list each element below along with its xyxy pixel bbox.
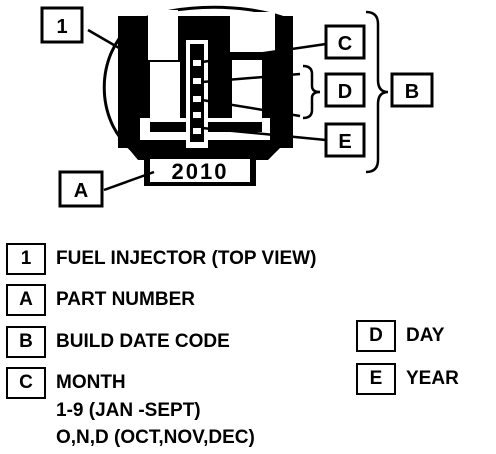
callout-b-box: [390, 72, 434, 108]
leader-a: [103, 170, 155, 192]
callout-c-box: [324, 24, 366, 60]
legend-text-b: BUILD DATE CODE: [56, 331, 230, 352]
callout-e-box: [324, 122, 366, 158]
legend-key-d: D: [356, 320, 396, 352]
legend-text-1: FUEL INJECTOR (TOP VIEW): [56, 248, 317, 269]
leader-e: [201, 126, 327, 142]
callout-d-box: [324, 72, 366, 108]
legend-key-b: B: [6, 326, 46, 358]
callout-d-label: D: [338, 81, 352, 103]
callout-1-label: 1: [56, 16, 67, 38]
callout-a-label: A: [74, 180, 88, 202]
injector-body: [118, 10, 293, 160]
callout-b-label: B: [405, 81, 419, 103]
legend-key-a: A: [6, 284, 46, 316]
leader-d1: [201, 72, 301, 84]
legend-text-c-line2: 1-9 (JAN -SEPT): [56, 400, 201, 421]
leader-c: [201, 42, 327, 64]
legend-text-d: DAY: [406, 325, 445, 346]
callout-c-label: C: [338, 33, 352, 55]
legend-key-e: E: [356, 363, 396, 395]
leader-1: [87, 28, 127, 54]
legend-text-a: PART NUMBER: [56, 289, 195, 310]
callout-a-box: [58, 170, 104, 208]
legend-key-1: 1: [6, 243, 46, 275]
legend-text-e: YEAR: [406, 368, 459, 389]
legend-text-c-line3: O,N,D (OCT,NOV,DEC): [56, 427, 255, 448]
brace-d: [302, 64, 321, 120]
callout-1-box: [40, 6, 84, 44]
brace-b: [365, 10, 389, 174]
callout-e-label: E: [338, 131, 351, 153]
part-number-stamp: 2010: [172, 159, 229, 184]
part-number-plate: 2010: [144, 152, 256, 186]
legend-text-c: MONTH: [56, 372, 126, 393]
legend-key-c: C: [6, 367, 46, 399]
leader-d2: [201, 98, 301, 118]
